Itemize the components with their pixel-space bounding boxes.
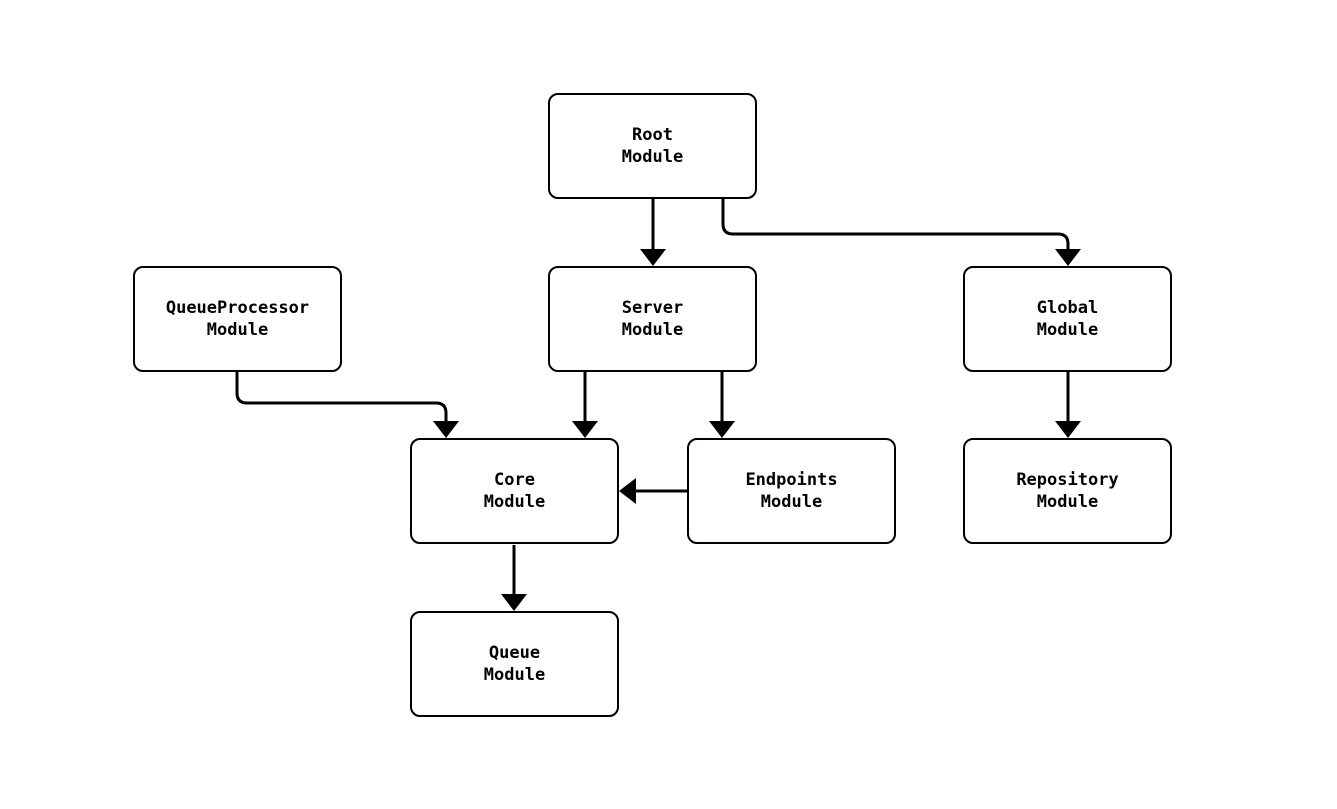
edge-server-to-core (572, 372, 598, 438)
node-repository-module-label: Repository Module (1016, 470, 1119, 512)
node-global-module[interactable]: Global Module (963, 266, 1172, 372)
edge-root-to-global (721, 199, 1081, 266)
edge-endpoints-to-core (619, 478, 687, 504)
edge-root-to-server (640, 199, 666, 266)
edge-global-to-repository (1055, 372, 1081, 438)
edge-queue-processor-to-core (235, 372, 459, 438)
node-queue-module[interactable]: Queue Module (410, 611, 619, 717)
node-server-module[interactable]: Server Module (548, 266, 757, 372)
edge-server-to-endpoints (709, 372, 735, 438)
node-queue-module-label: Queue Module (483, 643, 546, 685)
node-queue-processor-module-label: QueueProcessor Module (165, 298, 310, 340)
node-root-module-label: Root Module (621, 125, 684, 167)
node-endpoints-module-label: Endpoints Module (745, 470, 838, 512)
node-repository-module[interactable]: Repository Module (963, 438, 1172, 544)
node-global-module-label: Global Module (1036, 298, 1099, 340)
node-core-module[interactable]: Core Module (410, 438, 619, 544)
node-endpoints-module[interactable]: Endpoints Module (687, 438, 896, 544)
node-server-module-label: Server Module (621, 298, 684, 340)
node-root-module[interactable]: Root Module (548, 93, 757, 199)
edge-core-to-queue (501, 545, 527, 611)
node-queue-processor-module[interactable]: QueueProcessor Module (133, 266, 342, 372)
node-core-module-label: Core Module (483, 470, 546, 512)
